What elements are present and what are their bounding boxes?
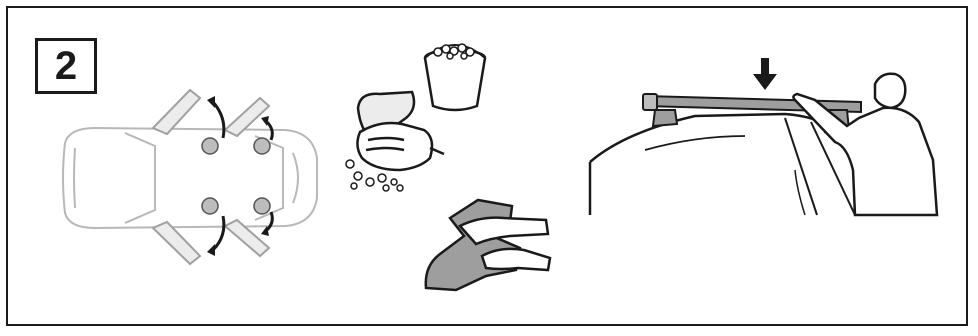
step-number-box: 2: [35, 38, 97, 94]
contact-point-front-left: [202, 138, 218, 154]
front-left-door-icon: [153, 90, 200, 134]
door-arrow-icon: [267, 122, 272, 140]
contact-point-front-right: [202, 198, 218, 214]
front-right-door-icon: [153, 222, 200, 264]
roof-bar-install-icon: [585, 70, 945, 220]
car-doors-open-topview: [55, 88, 325, 268]
step-number: 2: [55, 46, 77, 86]
cloth-hands-icon: [420, 196, 560, 296]
contact-point-rear-right: [254, 198, 270, 214]
sponge-hand-icon: [340, 88, 445, 198]
contact-point-rear-left: [254, 138, 270, 154]
